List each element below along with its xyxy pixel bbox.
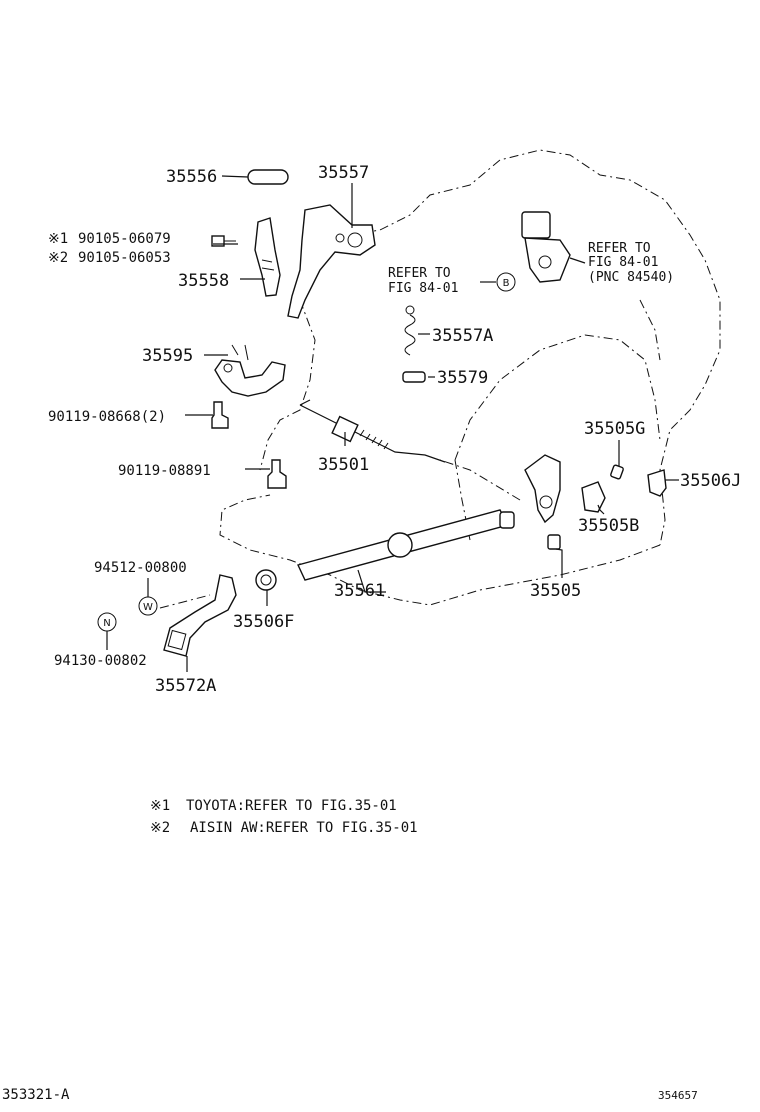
- label-bolt1-mark: ※1: [48, 231, 68, 247]
- note2-mark: ※2: [150, 820, 170, 836]
- part-35557-lever: [287, 204, 376, 319]
- label-90119-08891: 90119-08891: [118, 463, 211, 479]
- label-90119-08668: 90119-08668(2): [48, 409, 166, 425]
- part-neutral-switch: [521, 211, 571, 283]
- ref-circle-n: N: [97, 612, 117, 632]
- label-35556: 35556: [166, 167, 217, 187]
- ref-circle-n-text: N: [103, 618, 110, 629]
- ref-circle-b: B: [496, 272, 516, 292]
- ref-circle-w: W: [138, 596, 158, 616]
- label-35505B: 35505B: [578, 516, 639, 536]
- label-35572A: 35572A: [155, 676, 216, 696]
- label-35595: 35595: [142, 346, 193, 366]
- refer-right-line2: FIG 84-01: [588, 255, 658, 270]
- part-90119-08668-bolt: [211, 401, 229, 429]
- footer-right-code: 354657: [658, 1089, 698, 1102]
- ref-circle-w-text: W: [143, 602, 153, 613]
- part-35505B-collar: [581, 481, 606, 513]
- refer-left-line1: REFER TO: [388, 266, 451, 281]
- label-94130-00802: 94130-00802: [54, 653, 147, 669]
- leader-lines: [106, 175, 679, 672]
- note2-text: AISIN AW:REFER TO FIG.35-01: [190, 820, 418, 836]
- part-35506J-clip: [647, 469, 667, 497]
- label-35558: 35558: [178, 271, 229, 291]
- part-35572A-lever: [163, 574, 237, 657]
- part-35557A-spring: [404, 305, 416, 356]
- part-35556-pin: [247, 169, 289, 185]
- part-35561-shaft: [297, 509, 515, 581]
- part-35505-lever: [524, 454, 561, 550]
- refer-right-line3: (PNC 84540): [588, 270, 674, 285]
- note1-mark: ※1: [150, 798, 170, 814]
- part-35501-cable: [299, 399, 446, 463]
- label-35557: 35557: [318, 163, 369, 183]
- label-35506J: 35506J: [680, 471, 741, 491]
- label-35557A: 35557A: [432, 326, 493, 346]
- label-35505G: 35505G: [584, 419, 645, 439]
- label-35506F: 35506F: [233, 612, 294, 632]
- part-90119-08891-bolt: [267, 459, 287, 489]
- label-bolt1-num: 90105-06079: [78, 231, 171, 247]
- label-35501: 35501: [318, 455, 369, 475]
- label-35579: 35579: [437, 368, 488, 388]
- refer-left-line2: FIG 84-01: [388, 281, 458, 296]
- refer-right-line1: REFER TO: [588, 241, 651, 256]
- note1-text: TOYOTA:REFER TO FIG.35-01: [186, 798, 397, 814]
- part-35558-bracket: [254, 217, 281, 297]
- part-bolt-90105: [211, 235, 236, 247]
- ref-circle-b-text: B: [503, 278, 510, 289]
- label-35561: 35561: [334, 581, 385, 601]
- label-35505: 35505: [530, 581, 581, 601]
- part-35595-clamp: [214, 344, 286, 397]
- label-94512-00800: 94512-00800: [94, 560, 187, 576]
- transmission-housing: [219, 149, 721, 606]
- part-35579-pin: [402, 371, 426, 383]
- part-35505G-pin: [610, 464, 624, 480]
- footer-left-code: 353321-A: [2, 1087, 70, 1103]
- label-bolt2-mark: ※2: [48, 250, 68, 266]
- part-35506F-seal: [255, 569, 277, 591]
- label-bolt2-num: 90105-06053: [78, 250, 171, 266]
